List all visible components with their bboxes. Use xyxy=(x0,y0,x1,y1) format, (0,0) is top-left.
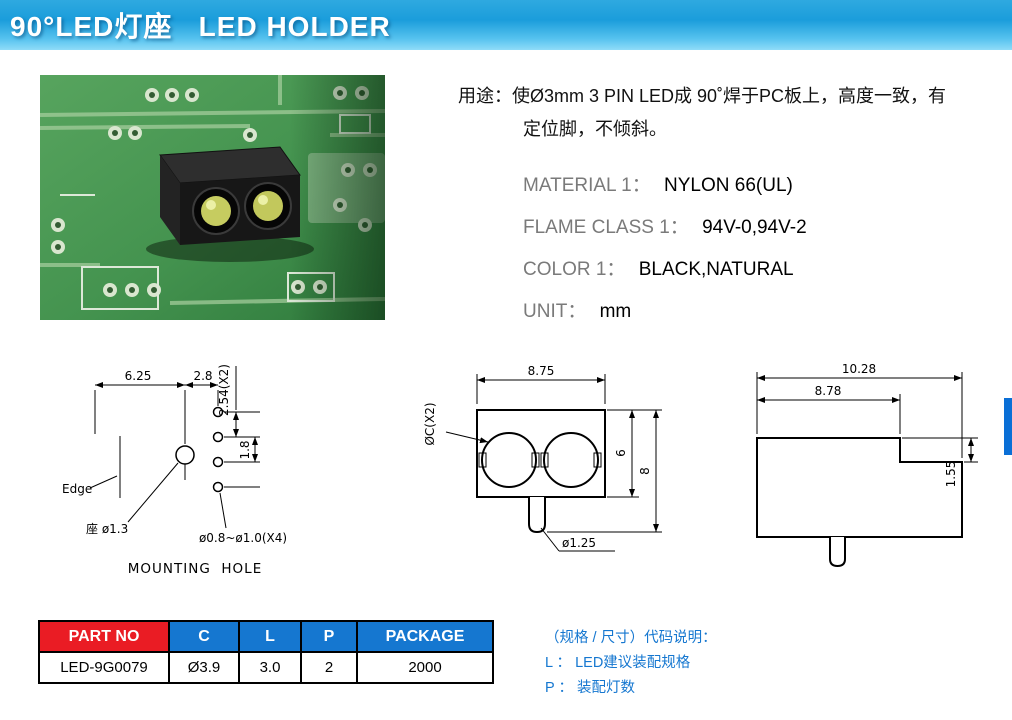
spec-value: 94V-0,94V-2 xyxy=(702,217,807,238)
code-legend-l: L ： LED建议装配规格 xyxy=(545,655,691,671)
cell-l: 3.0 xyxy=(238,651,302,684)
spec-label: UNIT： xyxy=(523,301,587,322)
code-legend-title: （规格 / 尺寸）代码说明： xyxy=(545,630,717,646)
usage-line-1: 用途：使Ø3mm 3 PIN LED成 90˚焊于PC板上，高度一致，有 xyxy=(458,86,947,106)
led-left xyxy=(201,196,231,226)
dimension-label: ØC(X2) xyxy=(423,402,437,445)
dimension-label: 6 xyxy=(614,449,628,457)
photo-shadow xyxy=(290,75,385,320)
spec-value: BLACK,NATURAL xyxy=(638,259,794,280)
cell-part-no: LED-9G0079 xyxy=(38,651,170,684)
col-header-l: L xyxy=(238,620,302,653)
cell-p: 2 xyxy=(300,651,358,684)
spec-list: MATERIAL 1： NYLON 66(UL) FLAME CLASS 1： … xyxy=(523,170,807,338)
spec-label: MATERIAL 1： xyxy=(523,175,651,196)
col-header-package: PACKAGE xyxy=(356,620,494,653)
dimension-label: 8 xyxy=(638,467,652,475)
edge-label: Edge xyxy=(62,482,92,496)
dimension-label: 10.28 xyxy=(842,362,876,376)
seat-hole xyxy=(175,445,195,465)
col-header-part-no: PART NO xyxy=(38,620,170,653)
part-table: PART NO C L P PACKAGE LED-9G0079 Ø3.9 3.… xyxy=(38,620,494,684)
pin-hole xyxy=(212,406,224,418)
dimension-label: 1.8 xyxy=(238,440,252,459)
locating-peg xyxy=(528,497,546,534)
dimension-label: 8.75 xyxy=(528,364,555,378)
dimension-label: 1.55 xyxy=(944,461,958,488)
seat-diameter-label: 座 ø1.3 xyxy=(86,521,128,536)
spec-flame-class: FLAME CLASS 1： 94V-0,94V-2 xyxy=(523,212,807,239)
spec-unit: UNIT： mm xyxy=(523,296,807,323)
spec-value: NYLON 66(UL) xyxy=(664,175,793,196)
pin-hole xyxy=(212,431,224,443)
part-table-row: LED-9G0079 Ø3.9 3.0 2 2000 xyxy=(38,651,494,684)
led-holder-component xyxy=(146,146,314,262)
front-view-drawing: 8.75 ØC(X2) 6 8 ø1.25 xyxy=(423,364,662,552)
spec-value: mm xyxy=(599,301,632,322)
code-legend: （规格 / 尺寸）代码说明： L ： LED建议装配规格 P ： 装配灯数 xyxy=(545,626,717,701)
spec-material: MATERIAL 1： NYLON 66(UL) xyxy=(523,170,807,197)
cell-package: 2000 xyxy=(356,651,494,684)
dimension-label: ø1.25 xyxy=(562,536,596,550)
col-header-p: P xyxy=(300,620,358,653)
locating-peg-side xyxy=(829,537,846,568)
part-table-header-row: PART NO C L P PACKAGE xyxy=(38,620,494,653)
spec-label: COLOR 1： xyxy=(523,259,626,280)
scroll-indicator[interactable] xyxy=(1004,398,1012,455)
spec-color: COLOR 1： BLACK,NATURAL xyxy=(523,254,807,281)
col-header-c: C xyxy=(168,620,240,653)
led-opening-left xyxy=(481,432,537,488)
led-opening-right xyxy=(543,432,599,488)
usage-line-2: 定位脚，不倾斜。 xyxy=(523,119,667,139)
code-legend-p: P ： 装配灯数 xyxy=(545,680,635,696)
pin-hole xyxy=(212,481,224,493)
holder-body-side xyxy=(756,437,963,538)
drawing-caption: MOUNTING HOLE xyxy=(128,561,262,577)
led-right xyxy=(253,191,283,221)
pin-hole-diameter-label: ø0.8~ø1.0(X4) xyxy=(199,531,287,545)
dimension-label: 6.25 xyxy=(125,369,152,383)
dimension-label: 8.78 xyxy=(815,384,842,398)
usage-text: 用途：使Ø3mm 3 PIN LED成 90˚焊于PC板上，高度一致，有 定位脚… xyxy=(458,80,1003,146)
product-photo xyxy=(40,75,385,320)
dimension-label: 2.8 xyxy=(193,369,212,383)
spec-label: FLAME CLASS 1： xyxy=(523,217,689,238)
dimension-label: 2.54(X2) xyxy=(217,364,231,416)
mounting-hole-drawing: 6.25 2.8 Edge 2.54(X2) 1.8 座 ø1.3 ø0.8~ø… xyxy=(62,364,287,577)
side-view-drawing: 10.28 8.78 1.55 xyxy=(756,362,978,568)
header-bar: 90°LED灯座 LED HOLDER xyxy=(0,0,1012,50)
page-title: 90°LED灯座 LED HOLDER xyxy=(10,11,391,42)
cell-c: Ø3.9 xyxy=(168,651,240,684)
pin-hole xyxy=(212,456,224,468)
